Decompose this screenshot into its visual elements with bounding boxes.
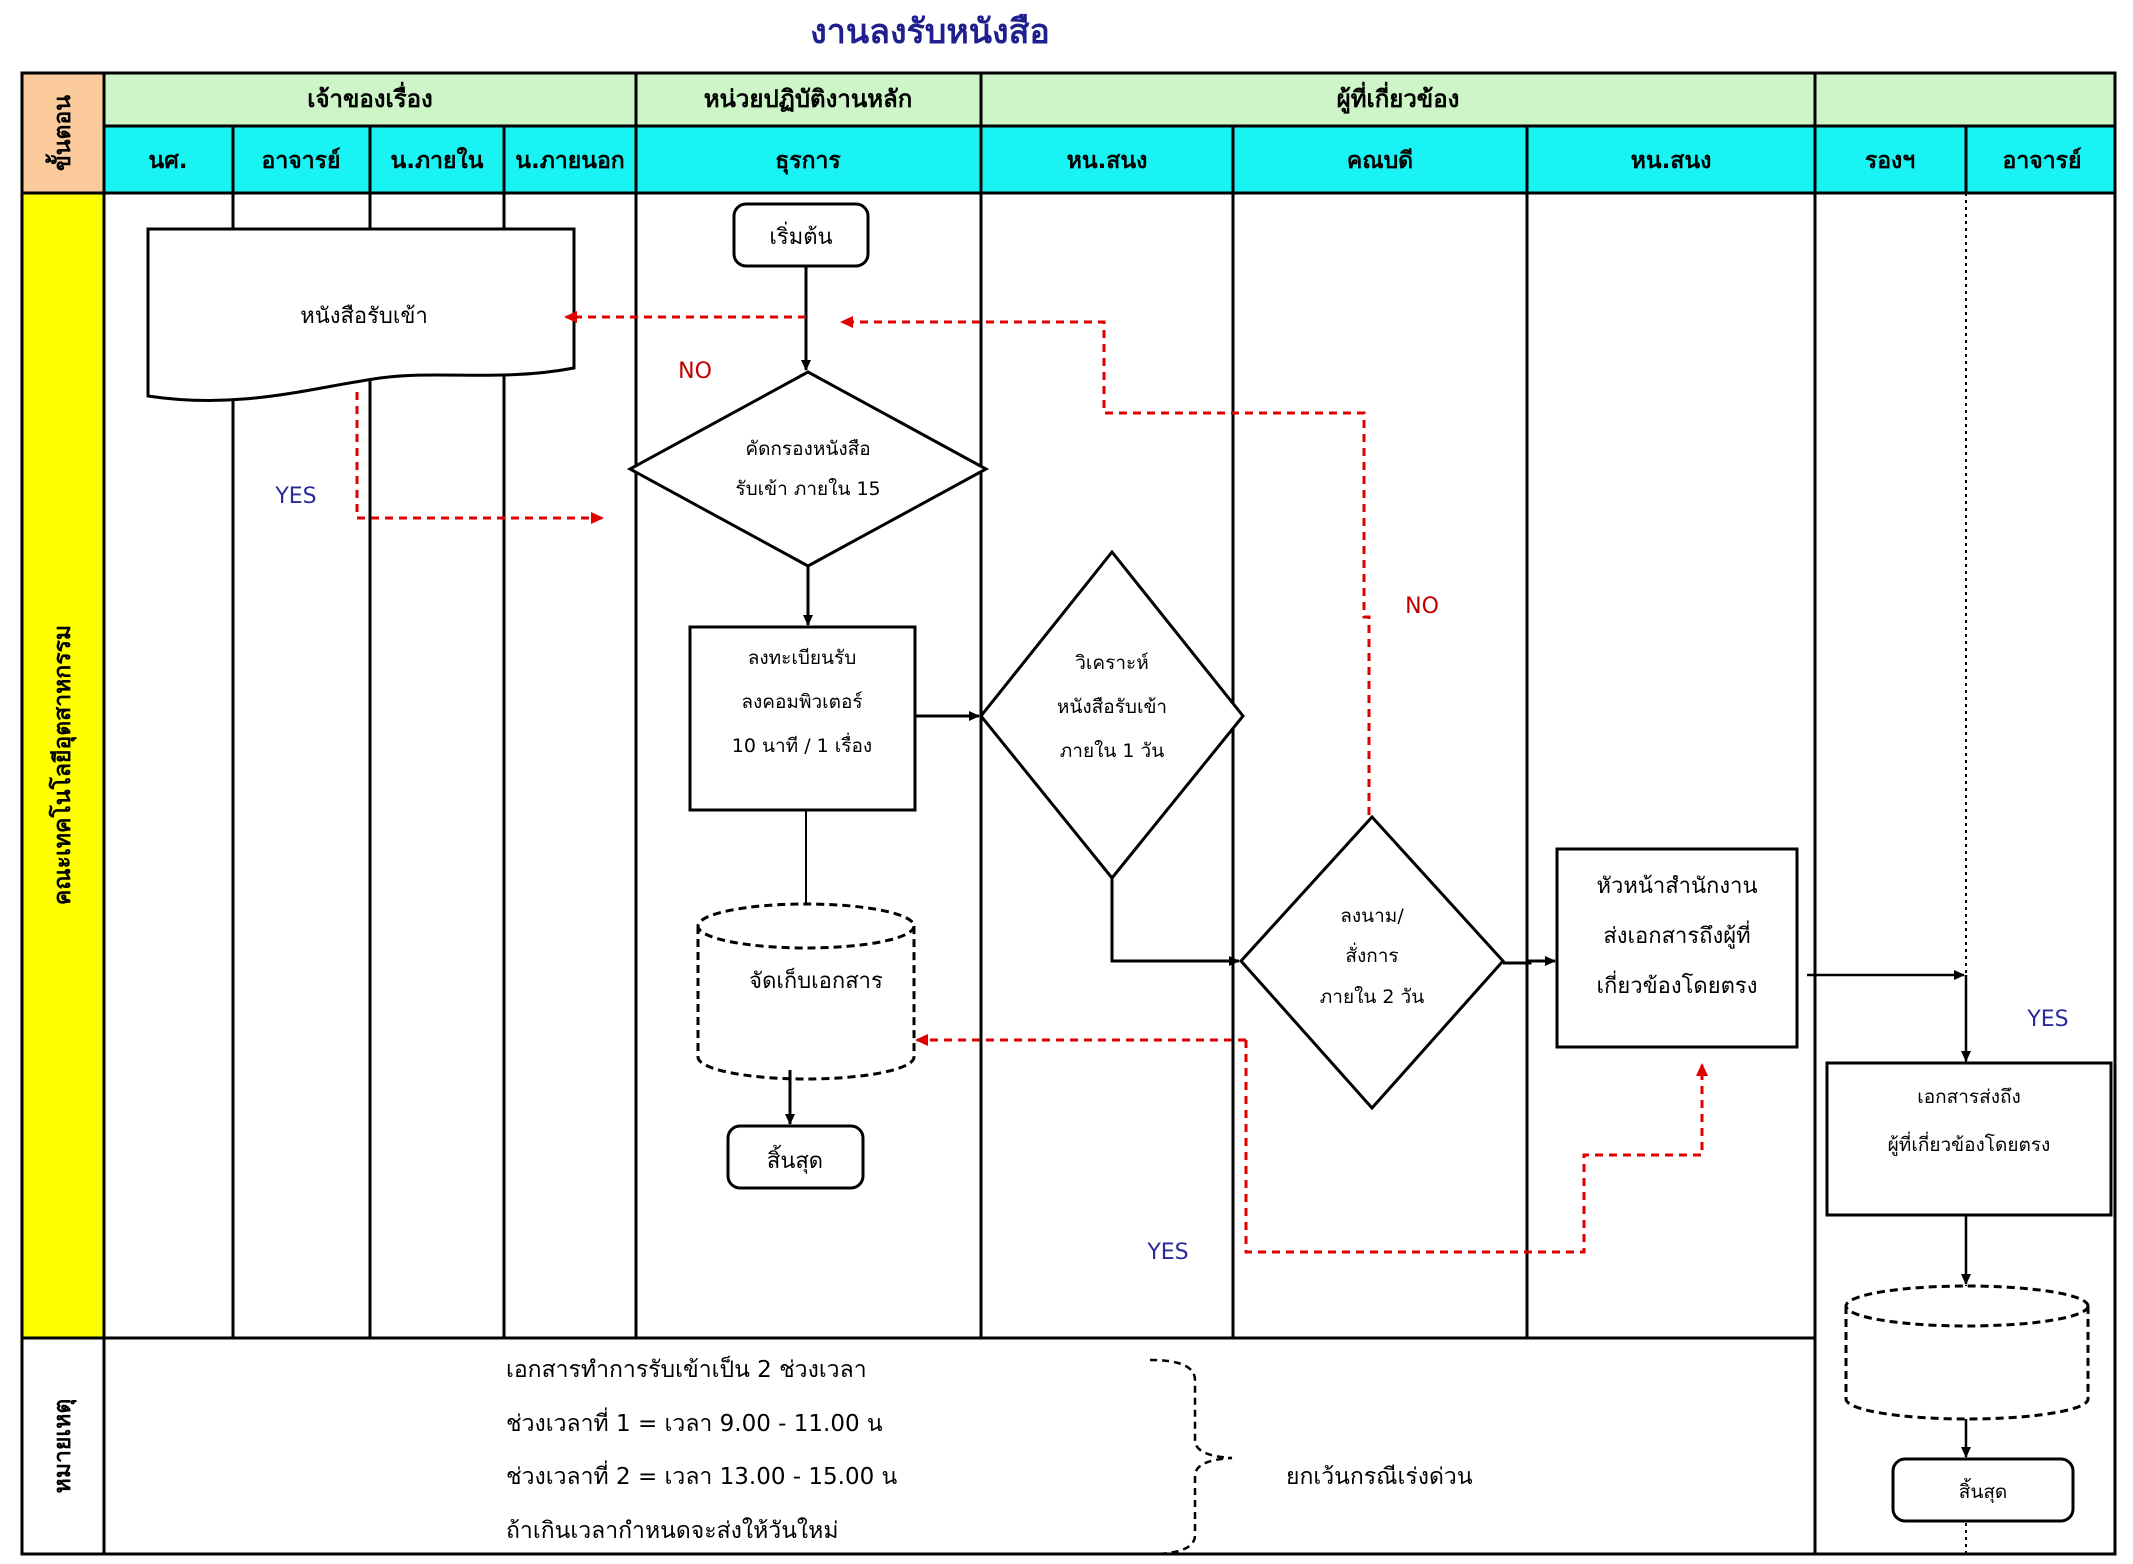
- no-label-1: NO: [678, 359, 712, 384]
- main-row-label-cell: [22, 193, 104, 1338]
- start-terminal: [732, 202, 870, 268]
- screening-label-2: รับเข้า ภายใน 15: [735, 478, 880, 500]
- group-header-row: [104, 73, 2115, 126]
- row-label-steps: ขั้นตอน: [45, 95, 76, 171]
- sign-label-2: สั่งการ: [1345, 942, 1398, 967]
- lane-office-head-1: หน.สนง: [1067, 148, 1148, 174]
- lane-student: นศ.: [148, 148, 187, 174]
- lane-lecturer: อาจารย์: [262, 147, 341, 174]
- remark-line-3: ช่วงเวลาที่ 2 = เวลา 13.00 - 15.00 น: [506, 1460, 898, 1490]
- yes-label-3: YES: [2026, 1007, 2068, 1032]
- archive-database: [1844, 1306, 2090, 1421]
- remarks-brace: [1149, 1358, 1233, 1556]
- lane-external: น.ภายนอก: [515, 148, 624, 174]
- group-main-unit: หน่วยปฏิบัติงานหลัก: [704, 85, 913, 113]
- delivered-label-1: เอกสารส่งถึง: [1917, 1086, 2021, 1108]
- incoming-document-shape: [146, 227, 576, 402]
- office-head-process: [1555, 847, 1799, 1049]
- yes-label-1: YES: [274, 484, 316, 509]
- incoming-document-label: หนังสือรับเข้า: [300, 304, 428, 329]
- end-label: สิ้นสุด: [767, 1145, 823, 1174]
- group-owner: เจ้าของเรื่อง: [307, 81, 433, 113]
- office-head-label-3: เกี่ยวข้องโดยตรง: [1597, 970, 1758, 999]
- register-label-1: ลงทะเบียนรับ: [748, 647, 857, 669]
- yes-label-2: YES: [1146, 1240, 1188, 1265]
- remark-line-1: เอกสารทำการรับเข้าเป็น 2 ช่วงเวลา: [506, 1354, 867, 1383]
- diagram-title: งานลงรับหนังสือ: [810, 12, 1050, 52]
- register-process: [688, 625, 917, 812]
- group-related: ผู้ที่เกี่ยวข้อง: [1337, 81, 1460, 114]
- lane-deputy: รองฯ: [1865, 148, 1915, 174]
- lane-dean: คณบดี: [1347, 148, 1413, 174]
- remark-exception: ยกเว้นกรณีเร่งด่วน: [1286, 1464, 1473, 1490]
- sign-label-3: ภายใน 2 วัน: [1320, 986, 1424, 1008]
- remark-line-2: ช่วงเวลาที่ 1 = เวลา 9.00 - 11.00 น: [506, 1407, 883, 1437]
- register-label-2: ลงคอมพิวเตอร์: [741, 691, 862, 713]
- lane-lecturer-2: อาจารย์: [2003, 147, 2082, 174]
- office-head-label-1: หัวหน้าสำนักงาน: [1596, 874, 1757, 899]
- row-label-remarks: หมายเหตุ: [50, 1399, 77, 1494]
- analyze-label-2: หนังสือรับเข้า: [1057, 696, 1167, 718]
- office-head-label-2: ส่งเอกสารถึงผู้ที่: [1603, 920, 1750, 949]
- register-label-3: 10 นาที / 1 เรื่อง: [732, 732, 872, 757]
- no-label-2: NO: [1405, 594, 1439, 619]
- sign-decision: [1238, 814, 1506, 1111]
- screening-decision: [626, 370, 990, 568]
- lane-office-head-2: หน.สนง: [1631, 148, 1712, 174]
- screening-label-1: คัดกรองหนังสือ: [745, 438, 870, 460]
- lane-internal: น.ภายใน: [391, 146, 484, 174]
- delivered-process: [1825, 1061, 2113, 1217]
- analyze-label-1: วิเคราะห์: [1075, 652, 1149, 674]
- store-database: [696, 926, 916, 1081]
- analyze-label-3: ภายใน 1 วัน: [1060, 740, 1164, 762]
- row-label-faculty: คณะเทคโนโลยีอุตสาหกรรม: [48, 625, 77, 905]
- outer-border: [20, 71, 2117, 1556]
- steps-cell: [22, 73, 104, 193]
- start-label: เริ่มต้น: [769, 221, 832, 250]
- end-terminal-2: [1891, 1457, 2075, 1523]
- store-label: จัดเก็บเอกสาร: [749, 966, 883, 994]
- end-terminal: [726, 1124, 865, 1190]
- remark-line-4: ถ้าเกินเวลากำหนดจะส่งให้วันใหม่: [506, 1517, 838, 1544]
- delivered-label-2: ผู้ที่เกี่ยวข้องโดยตรง: [1888, 1131, 2051, 1156]
- end-2-label: สิ้นสุด: [1959, 1478, 2008, 1504]
- sign-label-1: ลงนาม/: [1340, 905, 1404, 927]
- lane-admin: ธุรการ: [775, 148, 841, 175]
- lane-header-row: [104, 126, 2115, 193]
